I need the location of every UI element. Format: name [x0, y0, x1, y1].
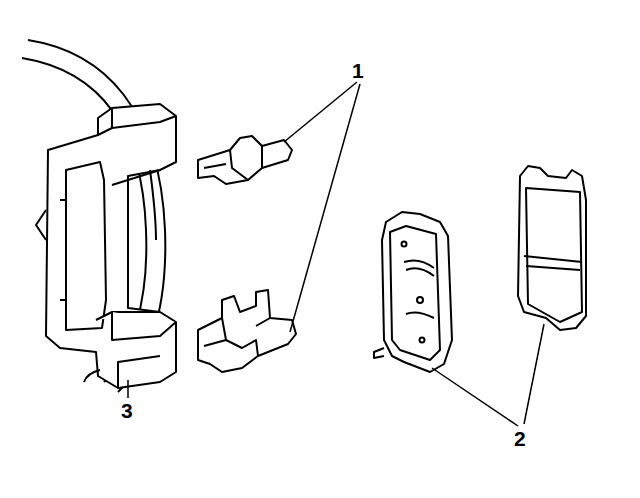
abutment-clip-shape	[198, 136, 292, 184]
abutment-clip-shape	[222, 318, 258, 356]
rotor-arc-over-shape	[150, 170, 156, 240]
caliper-bracket-shape	[112, 170, 160, 185]
outer-brake-pad	[518, 166, 586, 330]
caliper-bracket-shape	[36, 210, 46, 240]
abutment-clip-shape	[261, 146, 263, 168]
inner-brake-pad-shape	[420, 338, 425, 343]
caliper-bracket-shape	[66, 162, 106, 330]
abutment-clip-shape	[204, 164, 226, 168]
inner-brake-pad-shape	[390, 226, 440, 360]
abutment-clip-shape	[256, 318, 270, 326]
caliper-bracket-shape	[118, 356, 160, 388]
abutment-clip-shape	[198, 290, 296, 372]
leader-line-shape	[290, 84, 360, 332]
abutment-clip-shape	[230, 150, 248, 180]
abutment-clip	[198, 136, 292, 184]
leader-line-shape	[524, 324, 544, 424]
leader-line-shape	[127, 380, 129, 398]
inner-brake-pad-shape	[406, 268, 434, 276]
caliper-bracket-shape	[84, 370, 100, 382]
outer-brake-pad-shape	[524, 256, 582, 262]
inner-brake-pad-shape	[402, 242, 407, 247]
caliper-bracket-shape	[98, 116, 176, 135]
leader-line-shape	[432, 368, 518, 426]
abutment-clip	[198, 290, 296, 372]
inner-brake-pad-shape	[417, 297, 423, 303]
inner-brake-pad	[374, 212, 452, 372]
callout-number: 1	[352, 60, 364, 81]
caliper-bracket-shape	[111, 108, 113, 128]
outer-brake-pad-shape	[518, 166, 586, 330]
inner-brake-pad-shape	[382, 212, 452, 372]
leader-line	[128, 82, 544, 426]
caliper-bracket-shape	[46, 104, 176, 388]
inner-brake-pad-shape	[406, 312, 434, 318]
inner-brake-pad-shape	[374, 348, 384, 358]
callout-number: 3	[121, 400, 133, 421]
caliper-bracket-shape	[112, 312, 176, 340]
outer-brake-pad-shape	[526, 188, 582, 322]
callout-number: 2	[514, 428, 526, 449]
caliper-bracket	[36, 104, 176, 388]
rotor-arc-over	[150, 170, 156, 240]
caliper-bracket-shape	[60, 200, 66, 300]
outer-brake-pad-shape	[526, 266, 580, 270]
inner-brake-pad-shape	[404, 260, 434, 268]
abutment-clip-shape	[204, 340, 226, 346]
